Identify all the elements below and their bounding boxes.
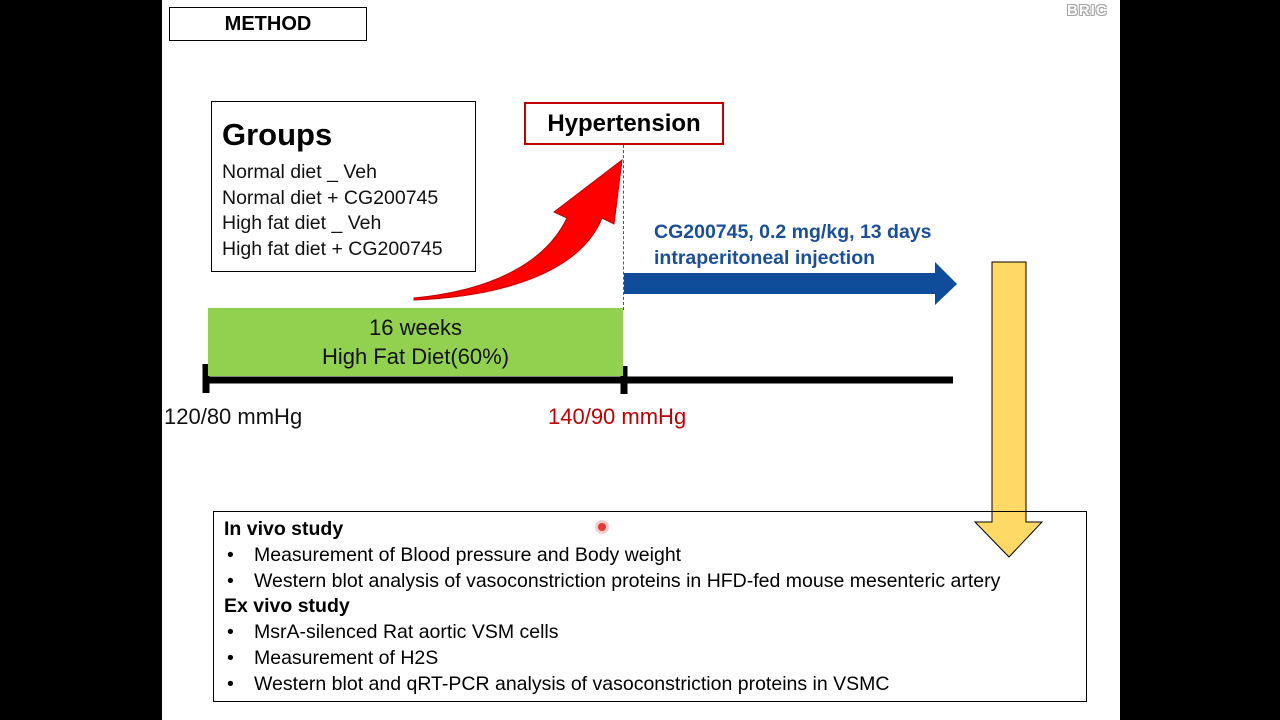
diagram-arrows — [202, 158, 1044, 558]
bullet: • — [227, 646, 234, 669]
yellow-down-arrow — [973, 261, 1044, 558]
diet-duration: 16 weeks — [369, 315, 462, 340]
laser-pointer-icon — [598, 523, 606, 531]
bullet: • — [227, 621, 234, 644]
hypertension-divider — [623, 145, 624, 310]
ex-vivo-title: Ex vivo study — [224, 595, 350, 618]
list-item: • MsrA-silenced Rat aortic VSM cells — [224, 620, 1086, 646]
list-item-text: Measurement of H2S — [254, 646, 439, 669]
group-item: Normal diet + CG200745 — [222, 186, 439, 209]
treatment-text: CG200745, 0.2 mg/kg, 13 days intraperito… — [654, 219, 932, 271]
list-item: • Western blot and qRT-PCR analysis of v… — [224, 672, 1086, 698]
group-item: Normal diet _ Veh — [222, 161, 378, 183]
in-vivo-title: In vivo study — [224, 518, 344, 540]
study-box: In vivo study • Measurement of Blood pre… — [213, 511, 1087, 702]
group-item: High fat diet + CG200745 — [222, 237, 443, 260]
bullet: • — [227, 672, 234, 695]
list-item-text: Western blot analysis of vasoconstrictio… — [254, 569, 1001, 592]
bp-hypertension-label: 140/90 mmHg — [548, 404, 687, 429]
bullet: • — [227, 569, 234, 592]
list-item-text: MsrA-silenced Rat aortic VSM cells — [254, 621, 559, 644]
list-item: • Measurement of Blood pressure and Body… — [224, 543, 1086, 569]
high-fat-diet-bar: 16 weeks High Fat Diet(60%) — [208, 308, 623, 376]
bullet: • — [227, 543, 234, 566]
blue-arrow — [624, 262, 957, 305]
groups-title: Groups — [222, 117, 333, 152]
list-item-text: Measurement of Blood pressure and Body w… — [254, 543, 682, 566]
treatment-line-1: CG200745, 0.2 mg/kg, 13 days — [654, 221, 932, 243]
list-item-text: Western blot and qRT-PCR analysis of vas… — [254, 672, 890, 695]
treatment-line-2: intraperitoneal injection — [654, 247, 876, 269]
groups-box: Groups Normal diet _ Veh Normal diet + C… — [211, 101, 476, 272]
slide: METHOD BRIC Groups Normal diet _ Veh Nor… — [162, 0, 1120, 720]
hypertension-label: Hypertension — [524, 102, 724, 145]
bric-logo: BRIC — [1067, 2, 1108, 19]
red-curved-arrow — [413, 158, 623, 301]
diet-type: High Fat Diet(60%) — [321, 344, 510, 369]
list-item: • Western blot analysis of vasoconstrict… — [224, 569, 1086, 595]
bp-start-label: 120/80 mmHg — [164, 404, 303, 429]
method-label: METHOD — [169, 7, 367, 41]
group-item: High fat diet _ Veh — [222, 212, 382, 234]
list-item: • Measurement of H2S — [224, 646, 1086, 672]
